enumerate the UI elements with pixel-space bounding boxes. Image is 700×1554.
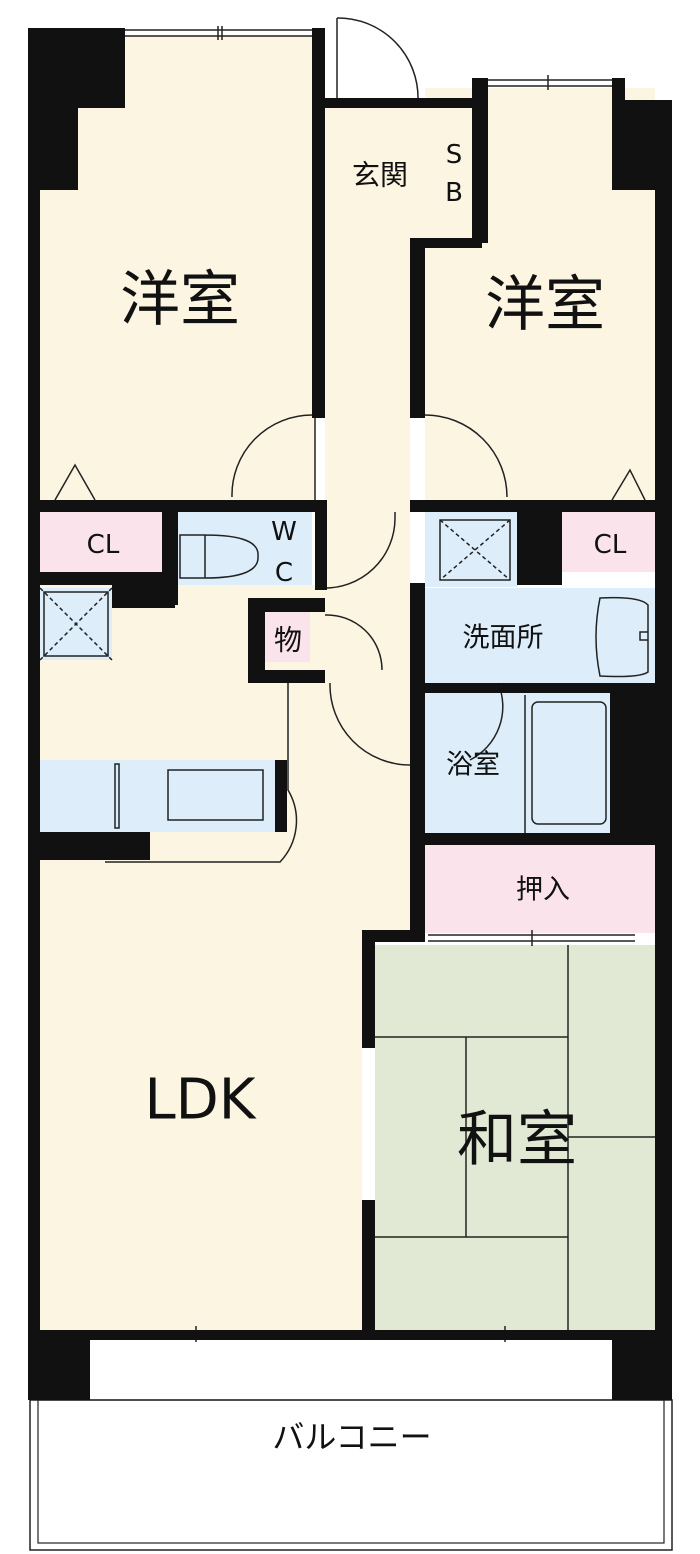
room-balcony[interactable] bbox=[29, 1399, 673, 1551]
room-oshiire[interactable] bbox=[425, 845, 655, 933]
label-closet-right: CL bbox=[594, 530, 627, 560]
label-bedroom-right: 洋室 bbox=[485, 270, 605, 340]
floors bbox=[29, 35, 673, 1551]
label-washitsu: 和室 bbox=[457, 1105, 577, 1175]
label-ldk: LDK bbox=[144, 1068, 256, 1133]
label-bathroom: 浴室 bbox=[446, 750, 500, 781]
room-closet-right[interactable] bbox=[562, 512, 655, 572]
toilet-icon bbox=[179, 534, 259, 579]
label-storage: 物 bbox=[274, 624, 302, 657]
room-washroom[interactable] bbox=[425, 588, 655, 683]
room-closet-left[interactable] bbox=[40, 512, 162, 572]
shower-box-right bbox=[425, 512, 517, 587]
room-entrance[interactable] bbox=[325, 105, 430, 245]
room-toilet[interactable] bbox=[178, 512, 312, 598]
labels: 洋室 洋室 玄関 S B CL CL W C 物 洗面所 浴室 押入 LDK 和… bbox=[87, 140, 627, 1456]
label-toilet-c: C bbox=[275, 558, 293, 588]
label-toilet-w: W bbox=[271, 517, 297, 547]
label-shoe-box-b: B bbox=[445, 178, 463, 208]
bathtub-icon bbox=[531, 701, 607, 825]
label-entrance: 玄関 bbox=[352, 159, 408, 192]
label-balcony: バルコニー bbox=[272, 1418, 431, 1456]
room-storage[interactable] bbox=[265, 612, 310, 662]
label-shoe-box-s: S bbox=[446, 140, 463, 170]
kitchen-counter bbox=[40, 760, 280, 832]
tatami-lines bbox=[375, 945, 655, 1330]
label-oshiire: 押入 bbox=[516, 875, 570, 906]
label-washroom: 洗面所 bbox=[463, 623, 544, 654]
label-bedroom-left: 洋室 bbox=[120, 265, 240, 335]
label-closet-left: CL bbox=[87, 530, 120, 560]
washbasin-icon bbox=[595, 596, 649, 678]
walls bbox=[28, 28, 672, 1400]
room-bathroom[interactable] bbox=[425, 693, 613, 833]
